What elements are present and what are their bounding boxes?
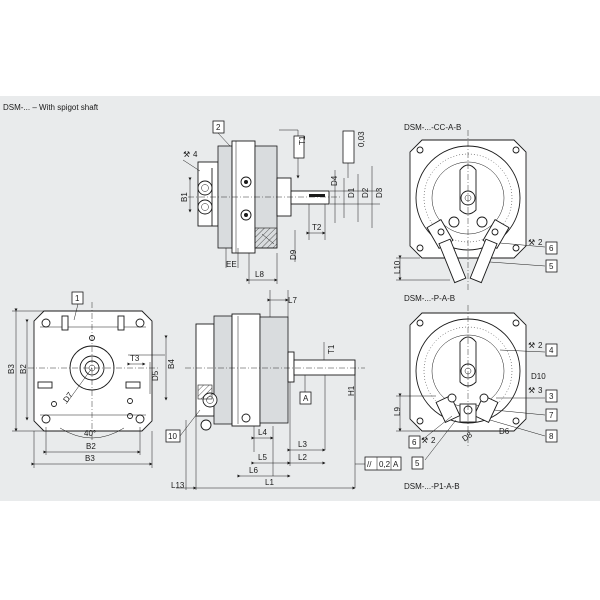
svg-text:1: 1 [75, 294, 80, 303]
dim-D2: D2 [361, 187, 370, 198]
dim-D8: D8 [460, 430, 474, 444]
dim-L13: L13 [171, 481, 185, 490]
end-view-cc: L10 ⚒ 2 [393, 130, 546, 290]
dim-D1: D1 [347, 187, 356, 198]
svg-text:4: 4 [549, 346, 554, 355]
svg-text://: // [367, 460, 372, 469]
dim-D4: D4 [330, 175, 339, 186]
dim-D3: D3 [375, 187, 384, 198]
dim-EE: EE [226, 260, 237, 269]
callout-8: 8 [545, 429, 558, 443]
tolerance-flatness: 0,03 [357, 131, 366, 147]
dim-B1: B1 [180, 192, 189, 202]
callout-6-top: 6 [545, 241, 558, 255]
dim-angle: 40° [84, 429, 96, 438]
svg-text:4: 4 [193, 150, 198, 159]
tolerance-parallel-value: 0,2 [379, 460, 391, 469]
svg-text:7: 7 [549, 411, 554, 420]
callout-2: 2 [212, 120, 225, 134]
title-variant-p: DSM-...-P-A-B [404, 294, 455, 303]
dim-D6: D6 [499, 427, 510, 436]
dim-D9: D9 [289, 249, 298, 260]
svg-text:⚒: ⚒ [528, 341, 535, 350]
svg-text:3: 3 [549, 392, 554, 401]
dim-T1-bottom: T1 [327, 344, 336, 354]
dim-L7: L7 [288, 296, 297, 305]
svg-text:6: 6 [549, 244, 554, 253]
dim-L4: L4 [258, 428, 267, 437]
svg-text:10: 10 [168, 432, 177, 441]
dim-B2-horizontal: B2 [86, 442, 96, 451]
dim-L6: L6 [249, 466, 258, 475]
title-variant-cc: DSM-...-CC-A-B [404, 123, 461, 132]
dim-T3: T3 [130, 354, 140, 363]
dim-B3-horizontal: B3 [85, 454, 95, 463]
datum-A: A [303, 394, 309, 403]
callout-10: 10 [165, 429, 181, 443]
dim-D5: D5 [151, 370, 160, 381]
svg-text:2: 2 [538, 238, 543, 247]
callout-4: 4 [545, 343, 558, 357]
dim-T2: T2 [312, 223, 322, 232]
callout-7: 7 [545, 408, 558, 422]
dim-D10: D10 [531, 372, 546, 381]
svg-text:5: 5 [549, 262, 554, 271]
dim-L10: L10 [393, 260, 402, 274]
dim-L9: L9 [393, 407, 402, 416]
dim-B2-vertical: B2 [19, 364, 28, 374]
svg-text:⚒: ⚒ [528, 386, 535, 395]
side-view-bottom: L7 T1 H1 A L4 L3 L5 L2 [171, 290, 402, 490]
dim-T1-top: T1 [298, 135, 307, 145]
callout-5-top: 5 [545, 259, 558, 273]
tolerance-parallel-datum: A [393, 460, 399, 469]
svg-text:2: 2 [431, 436, 436, 445]
dim-B4: B4 [167, 359, 176, 369]
callout-1: 1 [71, 291, 84, 305]
svg-text:5: 5 [415, 459, 420, 468]
svg-text:2: 2 [538, 341, 543, 350]
dim-L5: L5 [258, 453, 267, 462]
front-view-flange: D7 40° T3 D5 B4 B3 B2 B2 [7, 302, 176, 468]
side-view-top: ⚒ 4 B1 T1 0,03 D4 D1 D2 D3 [180, 129, 384, 284]
svg-text:6: 6 [412, 438, 417, 447]
dim-H1: H1 [347, 385, 356, 396]
end-view-p: L9 D10 D8 D6 ⚒ 2 ⚒ 3 ⚒ 2 [393, 305, 546, 461]
dim-L8: L8 [255, 270, 264, 279]
svg-text:3: 3 [538, 386, 543, 395]
dim-L1: L1 [265, 478, 274, 487]
svg-text:2: 2 [216, 123, 221, 132]
dim-L3: L3 [298, 440, 307, 449]
callout-5-bottom: 5 [411, 456, 424, 470]
header-caption: DSM-... – With spigot shaft [3, 103, 99, 112]
svg-text:⚒: ⚒ [528, 238, 535, 247]
dim-L2: L2 [298, 453, 307, 462]
callout-3: 3 [545, 389, 558, 403]
svg-text:⚒: ⚒ [421, 436, 428, 445]
callout-6-bottom: 6 [408, 435, 421, 449]
svg-text:8: 8 [549, 432, 554, 441]
svg-text:⚒: ⚒ [183, 150, 190, 159]
title-variant-p1: DSM-...-P1-A-B [404, 482, 460, 491]
dim-B3-vertical: B3 [7, 364, 16, 374]
